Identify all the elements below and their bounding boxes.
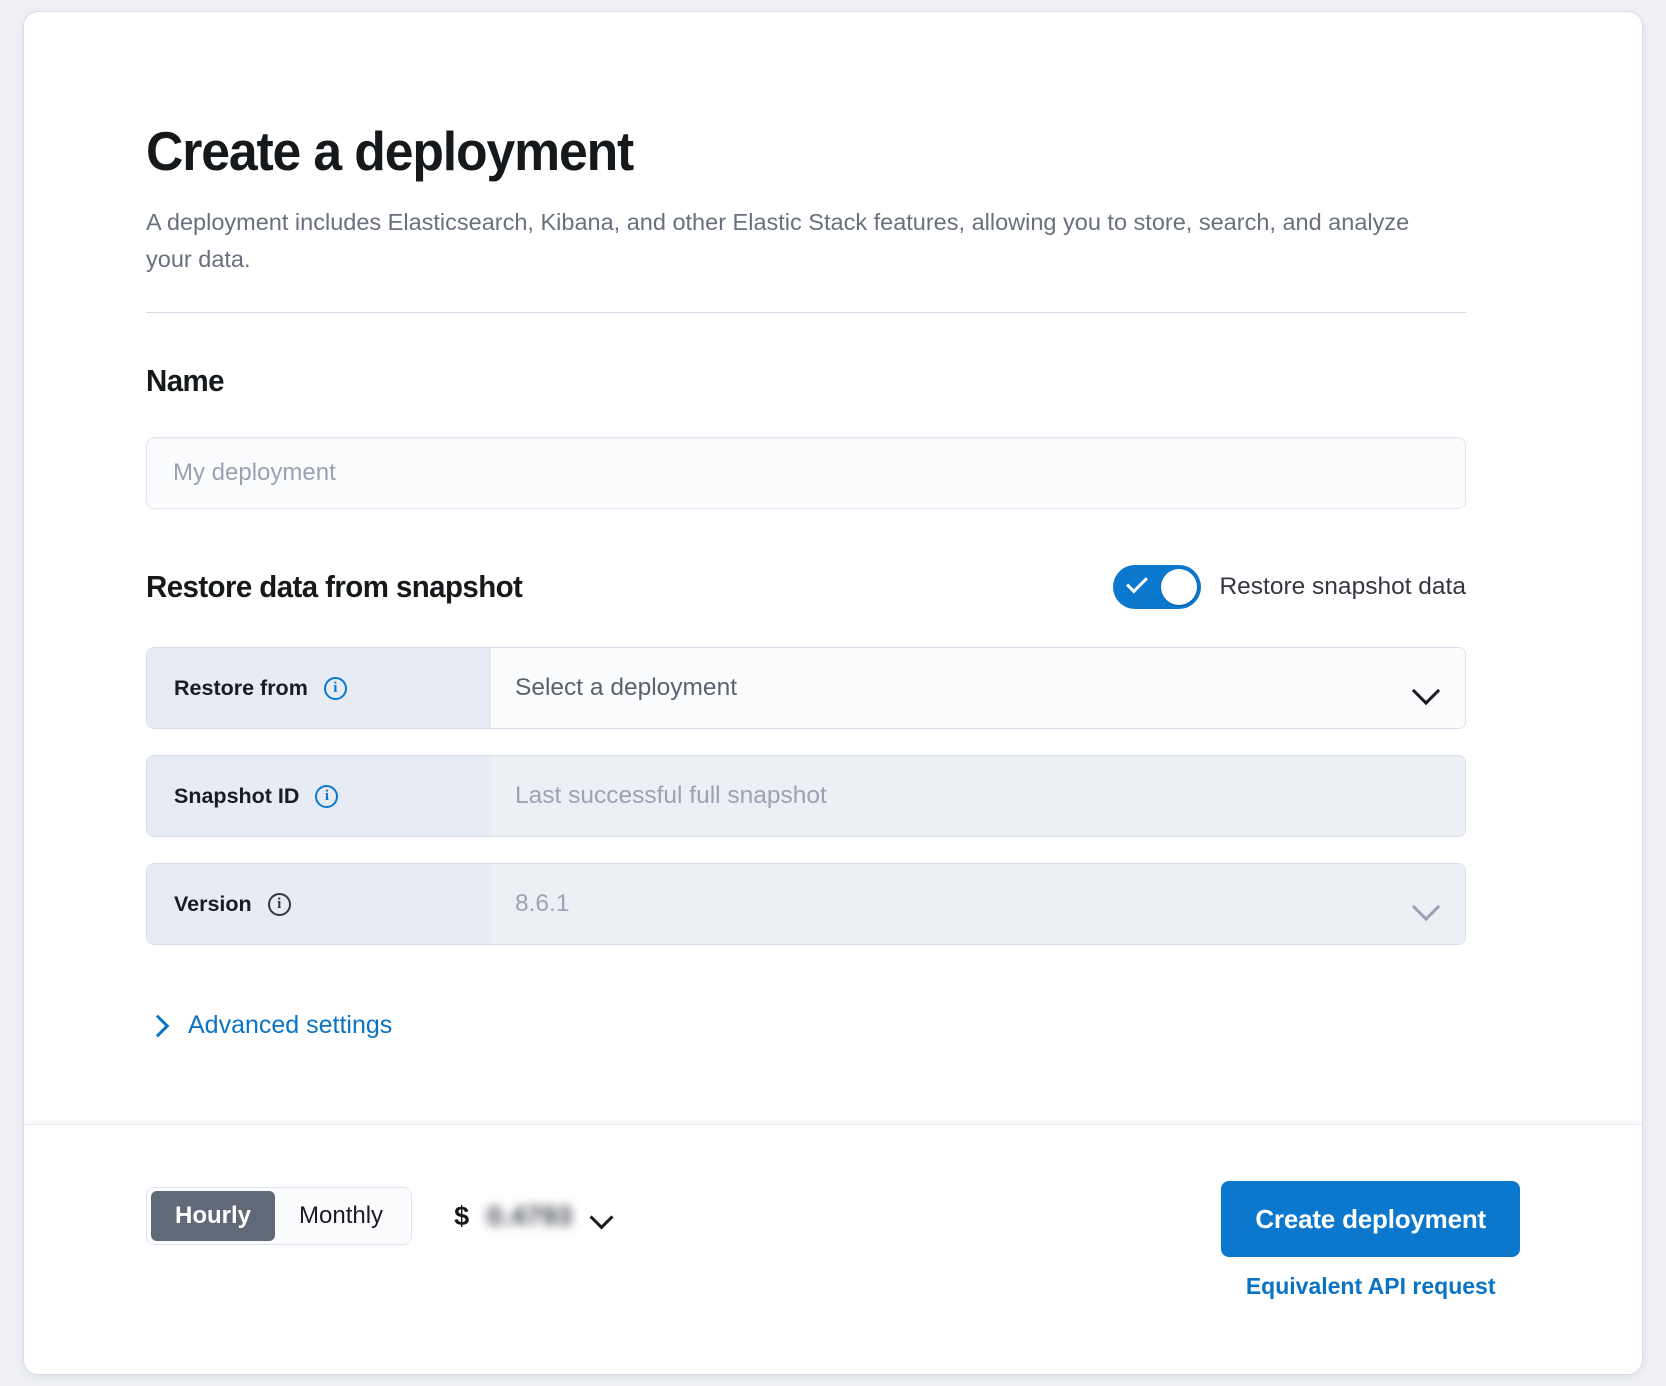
price-currency: $ — [454, 1200, 470, 1231]
name-section: Name — [24, 363, 1642, 509]
footer-left-group: Hourly Monthly $ 0.4793 — [146, 1187, 613, 1245]
equivalent-api-request-link[interactable]: Equivalent API request — [1245, 1273, 1496, 1299]
footer-bar: Hourly Monthly $ 0.4793 Create deploymen… — [24, 1124, 1642, 1374]
snapshot-id-value: Last successful full snapshot — [515, 782, 827, 809]
chevron-down-icon — [1413, 897, 1439, 912]
billing-period-toggle[interactable]: Hourly Monthly — [146, 1187, 413, 1245]
create-deployment-card: Create a deployment A deployment include… — [24, 12, 1642, 1374]
restore-from-value: Select a deployment — [515, 674, 737, 701]
price-display[interactable]: $ 0.4793 — [454, 1201, 613, 1232]
price-amount: 0.4793 — [487, 1200, 573, 1231]
info-icon[interactable]: i — [267, 892, 291, 916]
restore-from-select[interactable]: Select a deployment — [491, 648, 1465, 728]
restore-section: Restore data from snapshot Restore snaps… — [24, 565, 1642, 1040]
version-row: Version i 8.6.1 — [146, 863, 1466, 945]
version-select: 8.6.1 — [491, 864, 1465, 944]
version-label: Version — [174, 891, 252, 916]
toggle-knob — [1161, 569, 1198, 605]
info-icon[interactable]: i — [323, 676, 347, 700]
advanced-settings-link[interactable]: Advanced settings — [146, 1011, 392, 1040]
page-subtitle: A deployment includes Elasticsearch, Kib… — [146, 209, 1410, 272]
restore-from-label-cell: Restore from i — [147, 648, 491, 728]
version-label-cell: Version i — [147, 864, 491, 944]
check-icon — [1126, 571, 1149, 594]
page-header: Create a deployment A deployment include… — [24, 12, 1642, 278]
billing-option-hourly[interactable]: Hourly — [151, 1191, 276, 1241]
version-value: 8.6.1 — [515, 890, 570, 917]
create-deployment-button[interactable]: Create deployment — [1221, 1181, 1520, 1257]
chevron-right-icon — [146, 1014, 170, 1037]
chevron-down-icon[interactable] — [591, 1210, 613, 1223]
restore-header-row: Restore data from snapshot Restore snaps… — [146, 565, 1466, 609]
snapshot-id-field: Last successful full snapshot — [491, 756, 1465, 836]
advanced-settings-label: Advanced settings — [188, 1011, 393, 1039]
restore-toggle-label: Restore snapshot data — [1219, 573, 1466, 600]
snapshot-id-label-cell: Snapshot ID i — [147, 756, 491, 836]
deployment-name-input[interactable] — [146, 437, 1466, 509]
page-title: Create a deployment — [146, 120, 634, 182]
footer-right-group: Create deployment Equivalent API request — [1221, 1181, 1520, 1300]
name-heading: Name — [146, 363, 225, 398]
card-body: Create a deployment A deployment include… — [24, 12, 1642, 1124]
header-divider — [146, 312, 1466, 313]
restore-snapshot-toggle[interactable] — [1113, 565, 1202, 609]
chevron-down-icon[interactable] — [1413, 681, 1439, 696]
restore-toggle-group[interactable]: Restore snapshot data — [1113, 565, 1466, 609]
restore-form-rows: Restore from i Select a deployment Snaps… — [146, 647, 1642, 945]
restore-heading: Restore data from snapshot — [146, 569, 523, 604]
restore-from-row[interactable]: Restore from i Select a deployment — [146, 647, 1466, 729]
restore-from-label: Restore from — [174, 675, 308, 700]
snapshot-id-label: Snapshot ID — [174, 783, 300, 808]
billing-option-monthly[interactable]: Monthly — [299, 1202, 384, 1229]
info-icon[interactable]: i — [315, 784, 339, 808]
snapshot-id-row: Snapshot ID i Last successful full snaps… — [146, 755, 1466, 837]
